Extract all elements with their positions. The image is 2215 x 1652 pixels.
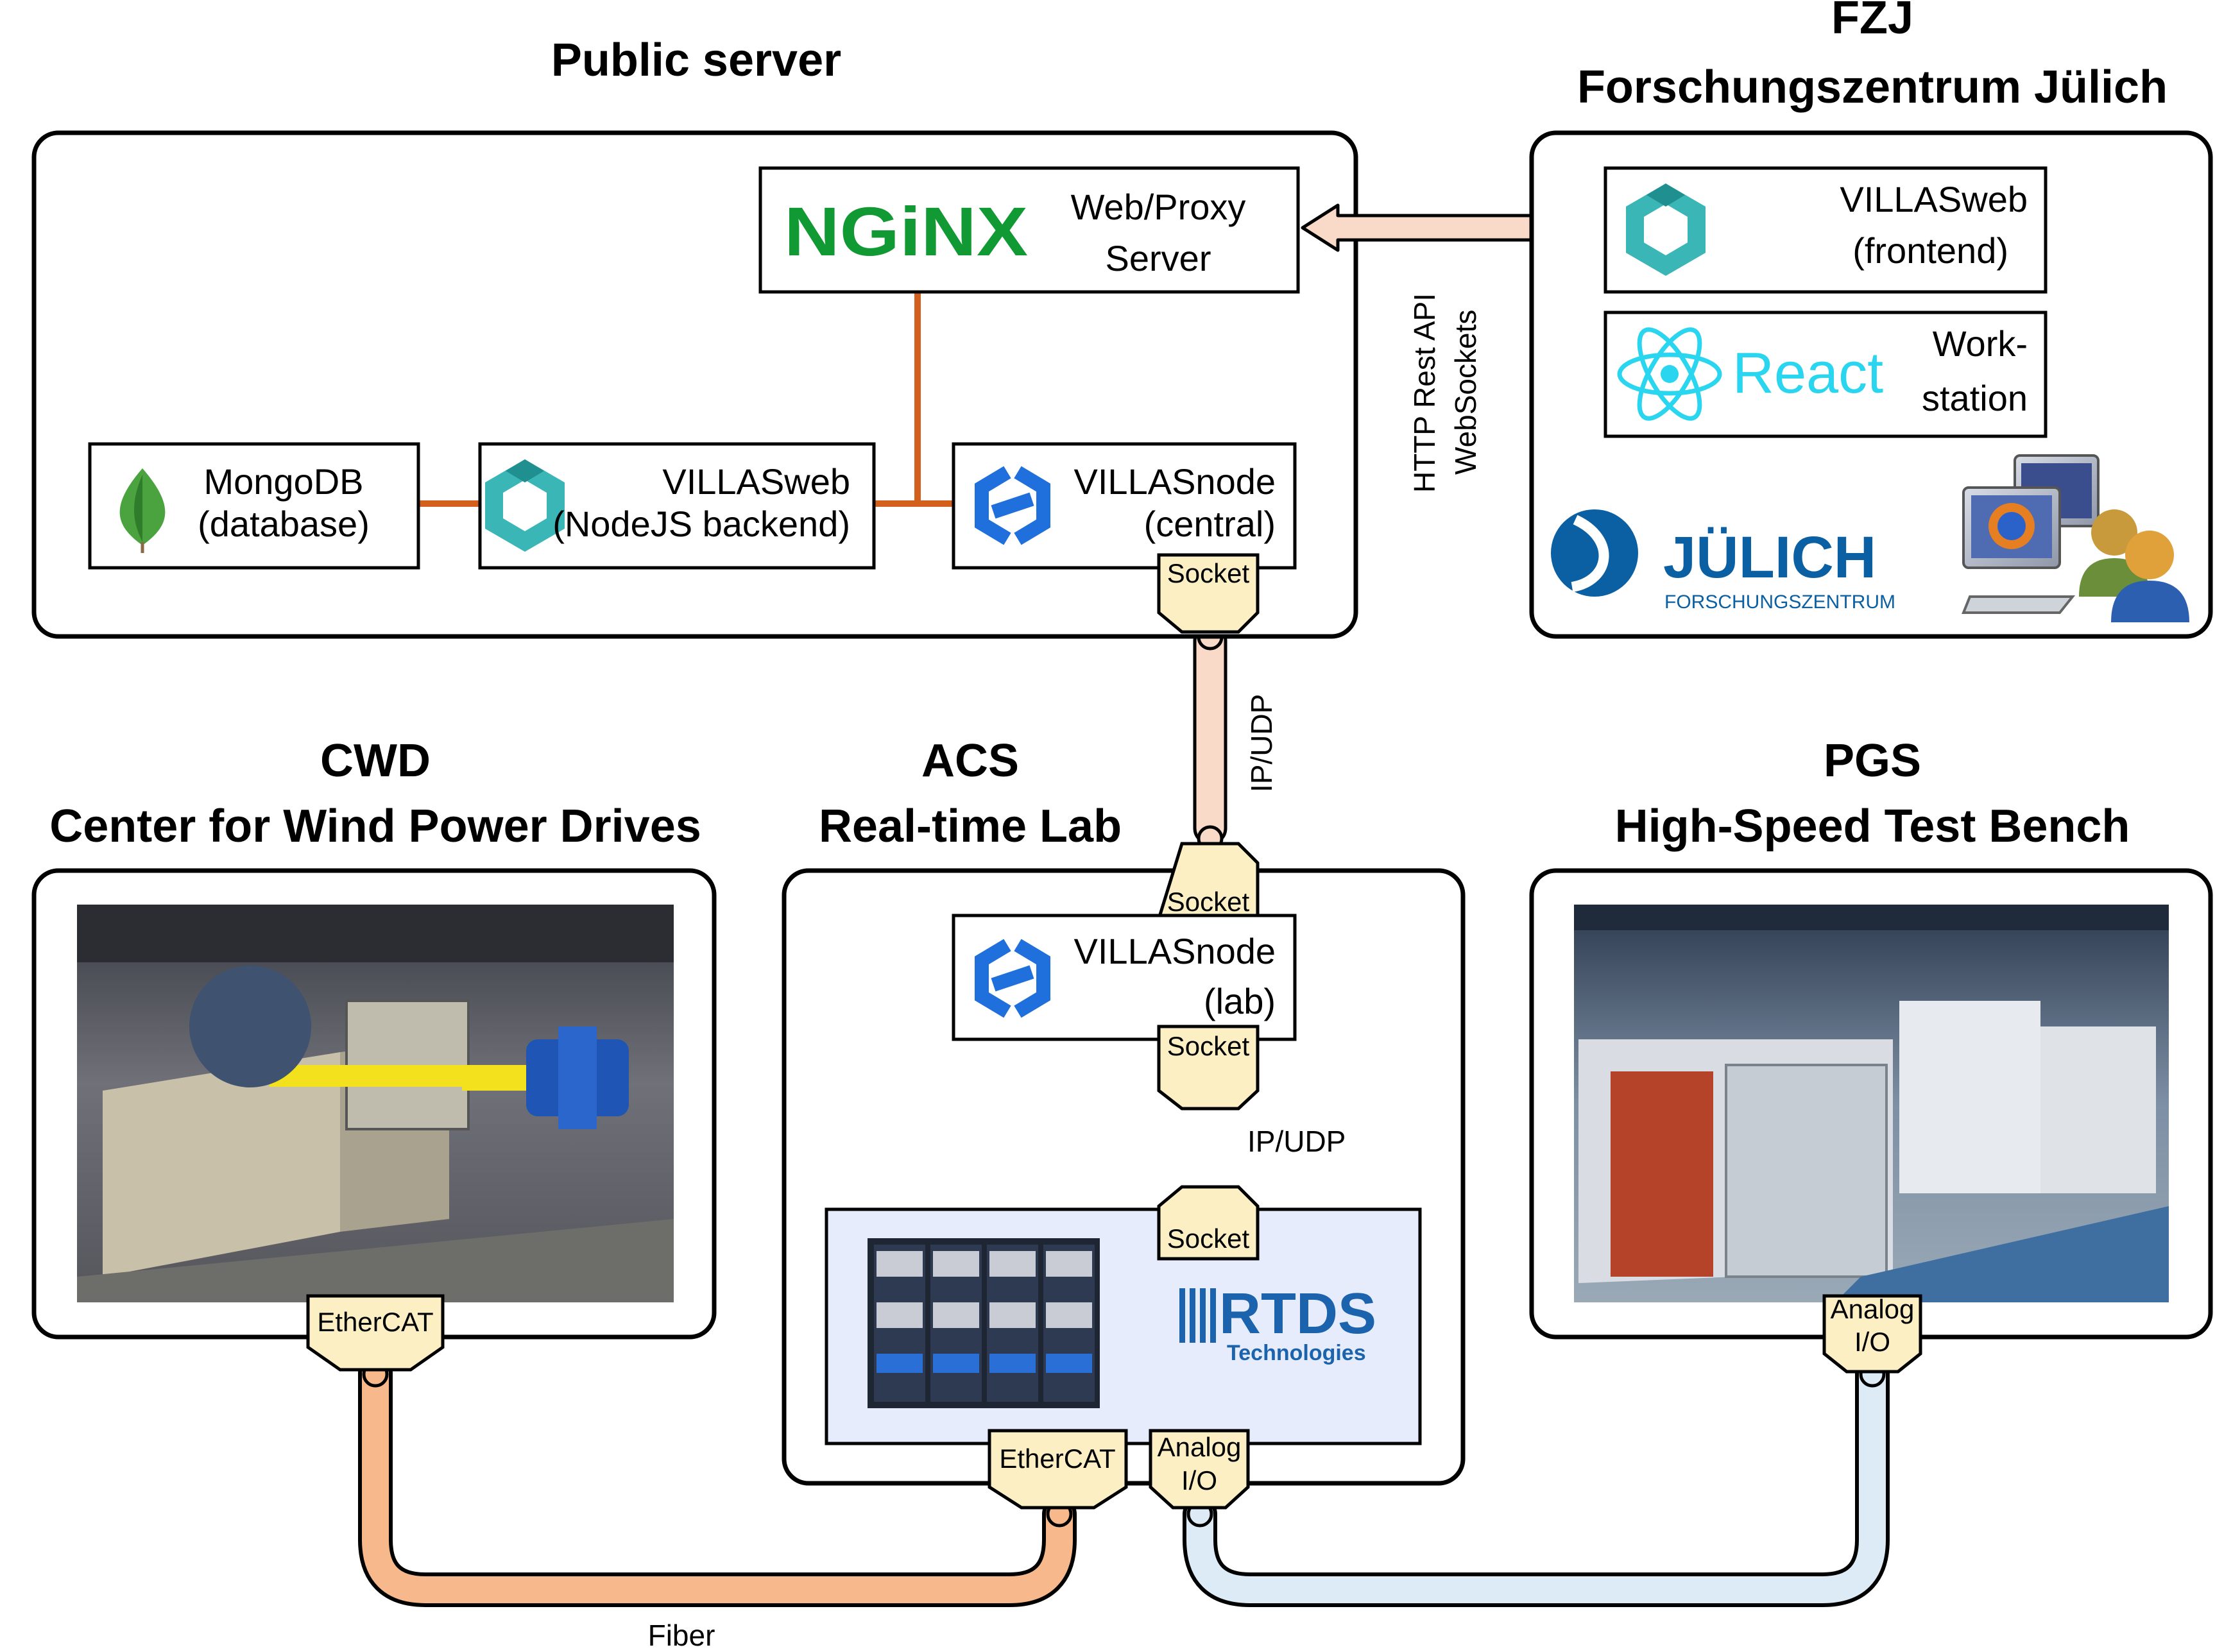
socket-acs-analog-io: Analog I/O	[1149, 1429, 1250, 1510]
pgs-title-1: PGS	[1824, 735, 1921, 787]
villasnode-lab-label-2: (lab)	[1204, 981, 1276, 1021]
mongodb-label-1: MongoDB	[203, 461, 363, 502]
nginx-box: NGiNX Web/Proxy Server	[758, 166, 1300, 294]
socket-acs-top-label: Socket	[1167, 887, 1250, 917]
ip-udp-label-central: IP/UDP	[1245, 694, 1278, 792]
ip-udp-label-lab: IP/UDP	[1247, 1125, 1346, 1158]
mongodb-box: MongoDB (database)	[88, 442, 420, 570]
mongodb-label-2: (database)	[198, 504, 370, 544]
socket-acs-top: Socket	[1156, 842, 1260, 921]
rtds-logo-main: RTDS	[1219, 1282, 1376, 1346]
rtds-rack-photo	[868, 1238, 1100, 1408]
react-logo-text: React	[1732, 341, 1883, 405]
rtds-panel: RTDS Technologies	[825, 1207, 1422, 1445]
socket-pgs-analog-io: Analog I/O	[1822, 1294, 1922, 1374]
villasnode-central-box: VILLASnode (central)	[952, 442, 1297, 570]
nginx-logo: NGiNX	[784, 192, 1028, 270]
wind-power-drive-test-bench-photo	[77, 905, 674, 1302]
villasweb-hexagon-icon	[1626, 183, 1706, 276]
nginx-label-1: Web/Proxy	[1071, 187, 1246, 227]
rtds-logo: RTDS Technologies	[1179, 1282, 1376, 1365]
villasweb-frontend-box: VILLASweb (frontend)	[1604, 166, 2048, 294]
workstation-users-icon	[1962, 454, 2189, 622]
socket-rtds: Socket	[1157, 1185, 1260, 1261]
react-atom-icon	[1617, 327, 1722, 421]
villasnode-central-label-2: (central)	[1144, 504, 1276, 544]
socket-central: Socket	[1157, 553, 1260, 634]
socket-central-label: Socket	[1167, 558, 1250, 588]
cwd-title-1: CWD	[320, 735, 431, 787]
react-label-2: station	[1922, 378, 2028, 418]
julich-logo-name: JÜLICH	[1663, 525, 1876, 590]
public-server-title: Public server	[551, 35, 841, 86]
villasweb-frontend-label-2: (frontend)	[1852, 230, 2008, 271]
villasnode-chain-icon	[975, 939, 1050, 1018]
ip-udp-cable-central-lab	[1193, 624, 1227, 852]
socket-acs-analog-label-2: I/O	[1181, 1465, 1217, 1495]
rtds-logo-sub: Technologies	[1227, 1341, 1366, 1365]
acs-title-1: ACS	[921, 735, 1019, 787]
fzj-title-2: Forschungszentrum Jülich	[1577, 62, 2168, 113]
socket-acs-analog-label-1: Analog	[1158, 1432, 1242, 1462]
julich-logo: JÜLICH FORSCHUNGSZENTRUM	[1551, 509, 1895, 613]
websockets-label: WebSockets	[1449, 310, 1482, 475]
villasnode-central-label-1: VILLASnode	[1074, 461, 1276, 502]
socket-acs-ethercat: EtherCAT	[988, 1429, 1128, 1510]
socket-pgs-label-1: Analog	[1831, 1294, 1915, 1324]
socket-cwd-label: EtherCAT	[317, 1307, 433, 1337]
socket-lab: Socket	[1157, 1025, 1260, 1111]
react-label-1: Work-	[1933, 323, 2028, 364]
socket-pgs-label-2: I/O	[1854, 1327, 1890, 1357]
acs-title-2: Real-time Lab	[819, 801, 1122, 852]
socket-acs-ethercat-label: EtherCAT	[999, 1443, 1115, 1474]
socket-lab-label: Socket	[1167, 1031, 1250, 1061]
villasnode-lab-box: VILLASnode (lab)	[952, 914, 1297, 1041]
cwd-title-2: Center for Wind Power Drives	[49, 801, 701, 852]
pgs-title-2: High-Speed Test Bench	[1615, 801, 2130, 852]
villasweb-backend-box: VILLASweb (NodeJS backend)	[478, 442, 876, 570]
fzj-title-1: FZJ	[1831, 0, 1913, 44]
mongodb-leaf-icon	[119, 468, 166, 553]
villasweb-backend-label-1: VILLASweb	[662, 461, 850, 502]
villasweb-backend-label-2: (NodeJS backend)	[552, 504, 850, 544]
orange-connectors	[418, 292, 954, 507]
high-speed-test-bench-photo	[1574, 905, 2169, 1302]
react-workstation-box: React Work- station	[1604, 311, 2048, 438]
villasweb-hexagon-icon	[485, 459, 565, 552]
http-rest-api-label: HTTP Rest API	[1408, 293, 1441, 493]
villasnode-chain-icon	[975, 466, 1050, 545]
fiber-label: Fiber	[648, 1619, 715, 1652]
julich-logo-sub: FORSCHUNGSZENTRUM	[1664, 592, 1895, 613]
villasweb-frontend-label-1: VILLASweb	[1840, 179, 2028, 219]
socket-cwd-ethercat: EtherCAT	[306, 1294, 445, 1372]
villasnode-lab-label-1: VILLASnode	[1074, 931, 1276, 971]
socket-rtds-label: Socket	[1167, 1223, 1250, 1254]
nginx-label-2: Server	[1106, 238, 1211, 278]
